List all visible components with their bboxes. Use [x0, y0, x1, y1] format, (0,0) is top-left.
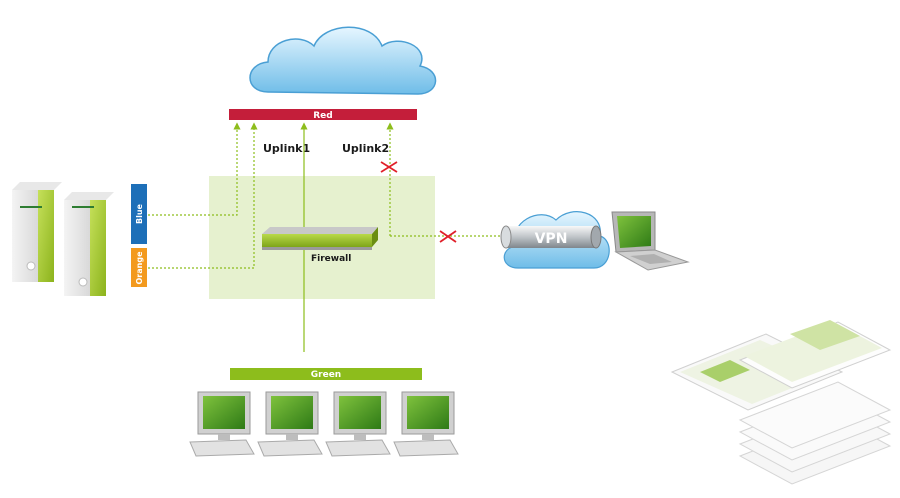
svg-text:Blue: Blue: [135, 203, 144, 224]
broken-link-cross-icon: [380, 161, 398, 173]
monitor-icon: [325, 391, 391, 457]
orange-zone-tag: Orange: [131, 248, 147, 287]
blue-zone-tag: Blue: [131, 184, 147, 244]
firewall-icon: [262, 227, 378, 250]
screenshots-stack-icon: [670, 320, 892, 485]
red-zone-bar: Red: [229, 109, 417, 121]
green-zone-label: Green: [311, 370, 341, 380]
monitor-icon: [393, 391, 459, 457]
vpn-tunnel-icon: VPN: [500, 211, 610, 269]
server-icon: [64, 192, 114, 296]
server-icon: [12, 182, 62, 282]
uplink1-label: Uplink1: [263, 142, 310, 155]
red-zone-label: Red: [313, 111, 332, 121]
monitor-icon: [189, 391, 255, 457]
monitor-icon: [257, 391, 323, 457]
broken-vpn-cross-icon: [439, 230, 457, 243]
vpn-label: VPN: [535, 231, 568, 247]
uplink2-label: Uplink2: [342, 142, 389, 155]
svg-text:Orange: Orange: [135, 251, 144, 285]
internet-cloud-icon: [249, 26, 437, 95]
green-zone-bar: Green: [230, 368, 422, 380]
firewall-label: Firewall: [311, 254, 351, 264]
laptop-icon: [611, 211, 690, 271]
